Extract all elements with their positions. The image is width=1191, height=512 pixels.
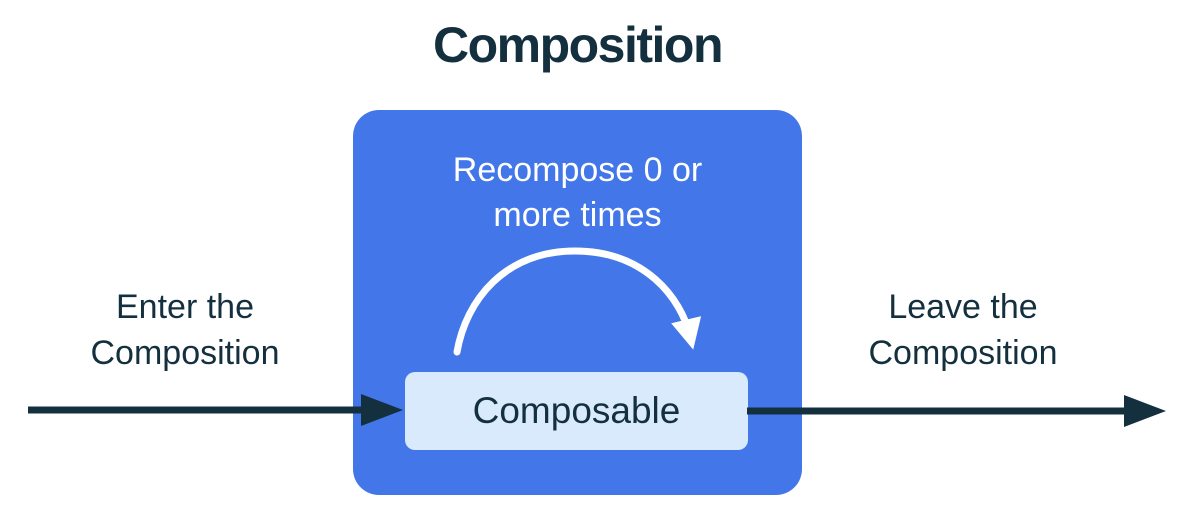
leave-label-line2: Composition (868, 334, 1058, 372)
composable-box: Composable (405, 372, 748, 450)
enter-composition-label: Enter the Composition (30, 284, 340, 376)
leave-arrow-icon (747, 395, 1166, 427)
recompose-label: Recompose 0 or more times (353, 148, 802, 238)
enter-arrow-icon (28, 394, 403, 426)
leave-composition-label: Leave the Composition (808, 284, 1118, 376)
enter-label-line2: Composition (90, 334, 280, 372)
composable-label: Composable (472, 390, 681, 431)
recompose-label-line1: Recompose 0 or (452, 151, 703, 189)
enter-label-line1: Enter the (116, 288, 254, 326)
recompose-label-line2: more times (493, 196, 662, 234)
leave-label-line1: Leave the (888, 288, 1038, 326)
page-title: Composition (432, 17, 724, 73)
